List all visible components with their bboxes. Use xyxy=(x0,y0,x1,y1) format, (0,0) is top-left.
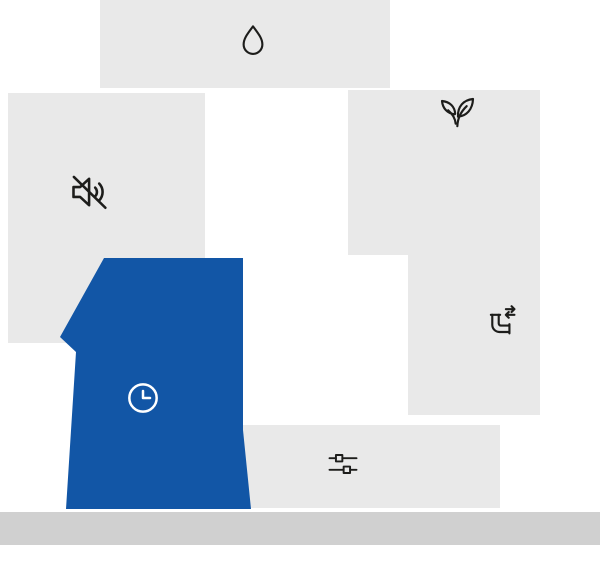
tile-settings[interactable] xyxy=(210,425,500,508)
footer-bar xyxy=(0,512,600,545)
eco-leaves-icon xyxy=(437,92,477,132)
water-drop-icon xyxy=(238,23,268,61)
tile-water[interactable] xyxy=(100,0,390,88)
muted-speaker-icon xyxy=(68,170,112,214)
pipe-swap-icon xyxy=(478,302,518,342)
sliders-icon xyxy=(325,446,361,482)
tile-eco[interactable] xyxy=(348,90,540,255)
clock-icon xyxy=(123,378,163,418)
tile-time[interactable] xyxy=(60,258,251,509)
tile-connection[interactable] xyxy=(408,255,540,415)
